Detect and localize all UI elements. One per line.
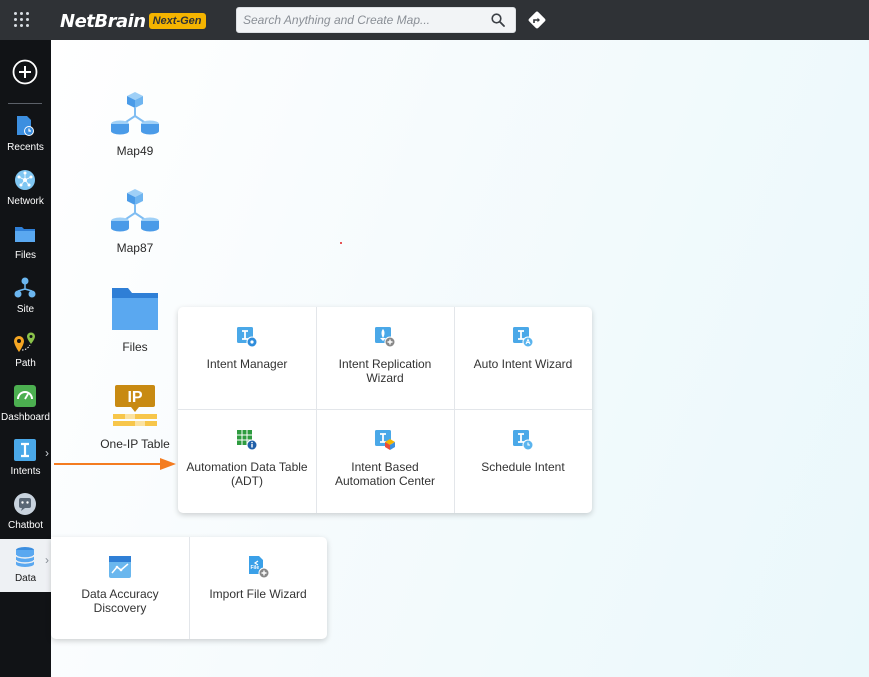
netbrain-logo[interactable]: NetBrain Next-Gen xyxy=(60,10,206,32)
intent-replication-wizard-label: Intent Replication Wizard xyxy=(338,357,432,385)
schedule-intent-icon xyxy=(513,430,534,451)
schedule-intent-tile[interactable]: Schedule Intent xyxy=(454,410,592,513)
chevron-right-icon: › xyxy=(45,553,49,567)
import-file-icon: File xyxy=(249,556,270,579)
data-flyout-menu: Data Accuracy Discovery File Import File… xyxy=(51,537,327,639)
import-file-wizard-tile[interactable]: File Import File Wizard xyxy=(189,537,327,639)
intent-manager-icon xyxy=(237,327,258,348)
import-file-wizard-label: Import File Wizard xyxy=(209,587,307,601)
map-icon xyxy=(111,189,159,232)
sidebar-item-site[interactable]: Site xyxy=(0,274,51,326)
data-accuracy-icon xyxy=(109,556,131,578)
sidebar-item-files[interactable]: Files xyxy=(0,220,51,272)
sidebar-item-label: Chatbot xyxy=(7,520,44,531)
chatbot-icon xyxy=(14,493,36,515)
search-input[interactable] xyxy=(243,11,483,29)
divider xyxy=(454,307,455,513)
sidebar-item-label: Recents xyxy=(7,142,44,153)
divider xyxy=(189,537,190,639)
sidebar-item-intents[interactable]: › Intents xyxy=(0,436,51,488)
cursor-dot xyxy=(340,242,342,244)
folder-icon xyxy=(112,288,158,330)
search-icon[interactable] xyxy=(491,13,505,27)
apps-grid-icon[interactable] xyxy=(13,11,31,29)
desktop-item-one-ip-table[interactable]: IP One-IP Table xyxy=(85,383,185,451)
site-icon xyxy=(14,277,36,298)
sidebar-divider xyxy=(8,103,42,104)
desktop-item-label: One-IP Table xyxy=(100,437,170,451)
automation-data-table-label: Automation Data Table (ADT) xyxy=(186,460,308,488)
sidebar-item-dashboard[interactable]: Dashboard xyxy=(0,382,51,434)
database-icon xyxy=(15,547,35,567)
sidebar-item-data[interactable]: › Data xyxy=(0,539,51,592)
sidebar-item-network[interactable]: Network xyxy=(0,166,51,218)
adt-icon xyxy=(237,430,258,451)
dashboard-icon xyxy=(14,385,36,407)
ibac-icon xyxy=(375,430,395,450)
path-icon xyxy=(14,332,35,352)
data-accuracy-discovery-tile[interactable]: Data Accuracy Discovery xyxy=(51,537,189,639)
search-box xyxy=(236,7,516,33)
top-bar: NetBrain Next-Gen xyxy=(0,0,869,40)
folder-icon xyxy=(15,227,35,242)
intent-replication-icon xyxy=(375,327,396,348)
desktop-item-label: Map87 xyxy=(116,241,154,255)
sidebar-item-label: Intents xyxy=(10,466,41,477)
sidebar-item-label: Site xyxy=(16,304,35,315)
auto-intent-wizard-label: Auto Intent Wizard xyxy=(473,357,573,371)
pointer-arrow-icon xyxy=(54,458,176,470)
divider xyxy=(178,409,592,410)
desktop-item-label: Map49 xyxy=(116,144,154,158)
data-accuracy-discovery-label: Data Accuracy Discovery xyxy=(81,587,159,615)
map-icon xyxy=(111,92,159,135)
ip-table-icon: IP xyxy=(113,385,157,426)
sidebar-item-label: Files xyxy=(14,250,37,261)
network-icon xyxy=(15,170,35,190)
auto-intent-wizard-tile[interactable]: Auto Intent Wizard xyxy=(454,307,592,410)
directions-icon[interactable] xyxy=(527,10,547,30)
sidebar-item-label: Path xyxy=(15,358,36,369)
svg-text:IP: IP xyxy=(127,389,142,406)
intent-manager-label: Intent Manager xyxy=(206,357,288,371)
intents-flyout-menu: Intent Manager Intent Replication Wizard… xyxy=(178,307,592,513)
recents-icon xyxy=(17,116,34,136)
logo-badge: Next-Gen xyxy=(148,13,206,29)
left-sidebar: Recents Network Files Site xyxy=(0,40,51,677)
logo-text: NetBrain xyxy=(60,10,146,32)
sidebar-item-label: Dashboard xyxy=(1,412,50,423)
desktop-item-label: Files xyxy=(122,340,148,354)
auto-intent-icon xyxy=(513,327,534,348)
desktop-item-map49[interactable]: Map49 xyxy=(85,88,185,158)
chevron-right-icon: › xyxy=(45,446,49,460)
divider xyxy=(316,307,317,513)
intent-icon xyxy=(14,439,36,461)
sidebar-item-path[interactable]: Path xyxy=(0,328,51,380)
intent-based-automation-center-label: Intent Based Automation Center xyxy=(334,460,436,488)
intent-based-automation-center-tile[interactable]: Intent Based Automation Center xyxy=(316,410,454,513)
desktop-item-files[interactable]: Files xyxy=(85,284,185,354)
sidebar-item-label: Data xyxy=(14,573,37,584)
sidebar-item-recents[interactable]: Recents xyxy=(0,112,51,164)
automation-data-table-tile[interactable]: Automation Data Table (ADT) xyxy=(178,410,316,513)
add-circle-icon[interactable] xyxy=(12,59,38,85)
svg-text:File: File xyxy=(251,565,260,571)
sidebar-item-chatbot[interactable]: Chatbot xyxy=(0,490,51,542)
desktop-item-map87[interactable]: Map87 xyxy=(85,185,185,255)
schedule-intent-label: Schedule Intent xyxy=(481,460,565,474)
intent-replication-wizard-tile[interactable]: Intent Replication Wizard xyxy=(316,307,454,410)
intent-manager-tile[interactable]: Intent Manager xyxy=(178,307,316,410)
sidebar-item-label: Network xyxy=(7,196,44,207)
